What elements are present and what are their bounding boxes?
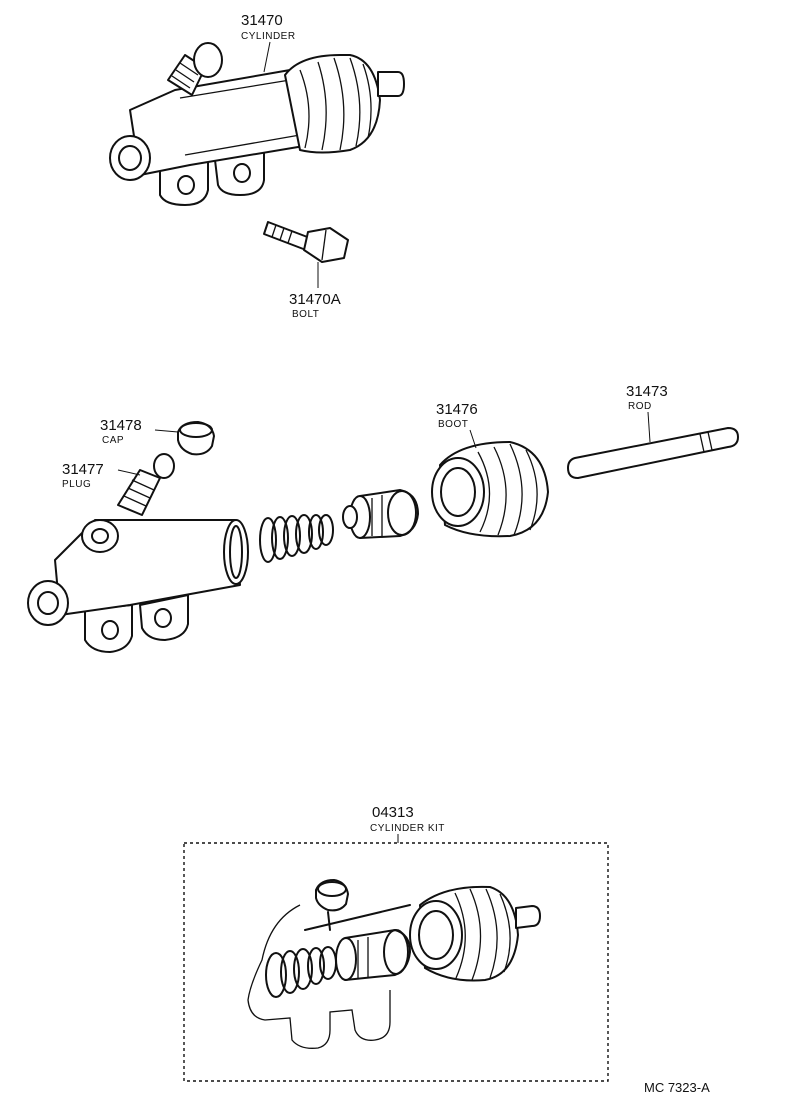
rod-part-name: ROD (628, 401, 652, 412)
cylinder-part-name: CYLINDER (241, 31, 296, 42)
plug-part-number: 31477 (62, 461, 104, 478)
cap-part-name: CAP (102, 435, 124, 446)
bolt-part-name: BOLT (292, 309, 319, 320)
piston (342, 489, 419, 539)
boot (431, 441, 549, 538)
plug-part-name: PLUG (62, 479, 91, 490)
spring (259, 514, 334, 563)
rod-part-number: 31473 (626, 383, 668, 400)
kit-part-number: 04313 (372, 804, 414, 821)
bolt-part-number: 31470A (289, 291, 341, 308)
rod (567, 427, 739, 479)
kit-contents-box (183, 842, 609, 1082)
diagram-code: MC 7323-A (644, 1080, 710, 1095)
boot-part-number: 31476 (436, 401, 478, 418)
kit-contents (247, 879, 541, 1049)
cap-part-number: 31478 (100, 417, 142, 434)
kit-part-name: CYLINDER KIT (370, 823, 445, 834)
cylinder-part-number: 31470 (241, 12, 283, 29)
plug (117, 453, 175, 516)
cylinder-assembly (109, 42, 405, 206)
cap (177, 421, 215, 456)
bolt (263, 221, 349, 263)
boot-part-name: BOOT (438, 419, 468, 430)
cylinder-body (27, 519, 249, 653)
